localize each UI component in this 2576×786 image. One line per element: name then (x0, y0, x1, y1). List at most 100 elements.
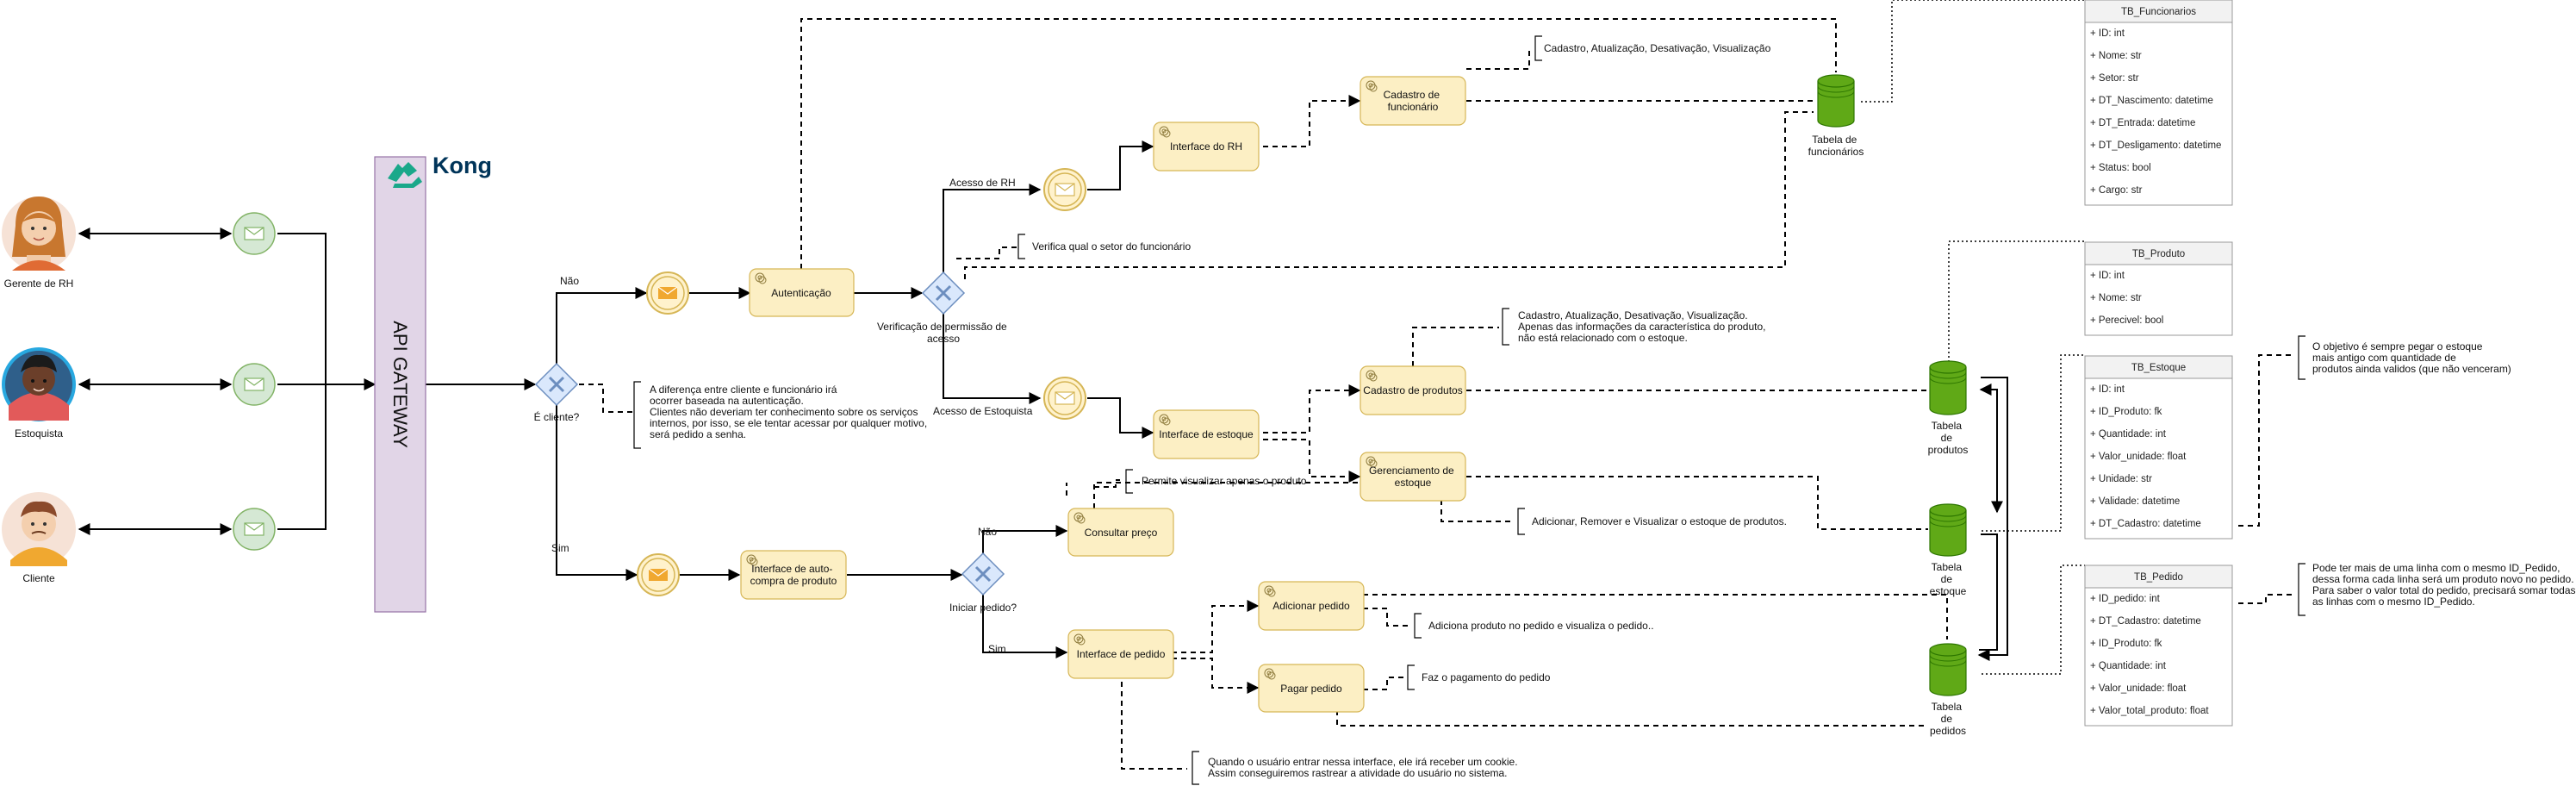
database-label: Tabela de estoque (1930, 561, 1967, 597)
table-tb-produto: TB_Produto+ ID: int+ Nome: str+ Perecive… (2084, 241, 2233, 336)
task-autenticacao[interactable]: Autenticação (749, 268, 855, 317)
leader-cadfunc (1466, 49, 1530, 70)
edge-ip-nao (982, 525, 1068, 553)
table-header (2084, 241, 2233, 265)
table-field: + ID: int (2090, 271, 2125, 281)
annotation-cadastro-prod: Cadastro, Atualização, Desativação, Visu… (1518, 309, 1766, 344)
edge-gerest-tabest (1466, 476, 1928, 530)
annotation-line: O objetivo é sempre pegar o estoque (2312, 340, 2483, 352)
table-field: + Status: bool (2090, 163, 2151, 173)
bracket-objetivo (2298, 335, 2305, 380)
table-name: TB_Estoque (2131, 363, 2186, 373)
db-label-line-1: Tabela (1932, 420, 1963, 432)
task-cadastro-funcionario[interactable]: Cadastro de funcionário (1360, 76, 1466, 126)
actor-label: Gerente de RH (4, 278, 74, 290)
table-field: + Valor_unidade: float (2090, 452, 2187, 462)
task-cadastro-produtos[interactable]: Cadastro de produtos (1360, 365, 1466, 415)
table-field: + Quantidade: int (2090, 661, 2167, 671)
gateway-label: É cliente? (534, 410, 580, 423)
table-tb-funcionarios: TB_Funcionarios+ ID: int+ Nome: str+ Set… (2084, 0, 2233, 206)
task-adicionar-pedido[interactable]: Adicionar pedido (1258, 581, 1365, 631)
table-field: + Perecivel: bool (2090, 315, 2163, 326)
bracket-cadfunc (1534, 35, 1542, 61)
branch-label-acesso-estoquista: Acesso de Estoquista (933, 405, 1033, 417)
task-pagar-pedido[interactable]: Pagar pedido (1258, 664, 1365, 713)
database-label: Tabela de pedidos (1930, 701, 1966, 737)
task-label: Gerenciamento de estoque (1369, 465, 1457, 489)
annotation-line: Faz o pagamento do pedido (1422, 671, 1551, 683)
branch-label-sim: Sim (551, 542, 569, 554)
annotation-line: Cadastro, Atualização, Desativação, Visu… (1518, 309, 1748, 321)
database-produtos: Tabela de produtos (1928, 360, 1969, 456)
gateway-verificacao: Verificação de permissão de acesso (877, 271, 1007, 345)
task-label-line-1: Interface de auto- (751, 563, 832, 575)
link-tabest-tb (1982, 354, 2085, 532)
database-icon (1817, 74, 1855, 128)
verificacao-line-2: acesso (927, 333, 960, 345)
database-funcionarios: Tabela de funcionários (1808, 74, 1864, 158)
annotation-line: Verifica qual o setor do funcionário (1032, 240, 1191, 253)
database-estoque: Tabela de estoque (1929, 503, 1967, 597)
edge-consultar-gerest (1093, 482, 1360, 508)
task-label-line-1: Gerenciamento de (1369, 465, 1454, 477)
table-name: TB_Funcionarios (2121, 7, 2196, 17)
table-field: + DT_Cadastro: datetime (2090, 616, 2201, 627)
table-frame (2084, 0, 2233, 206)
task-label: Interface de pedido (1077, 648, 1166, 660)
bracket-diferenca (633, 381, 641, 449)
task-interface-autocompra[interactable]: Interface de auto- compra de produto (740, 550, 847, 600)
annotation-line: Cadastro, Atualização, Desativação, Visu… (1544, 42, 1771, 54)
edge-msg3-gateway (277, 384, 327, 530)
edge-msg-interface-rh (1087, 140, 1154, 190)
task-label: Interface de auto- compra de produto (750, 563, 837, 587)
task-gerenciamento-estoque[interactable]: Gerenciamento de estoque (1360, 452, 1466, 502)
task-label-line-1: Cadastro de (1384, 89, 1440, 101)
annotation-leaders (579, 35, 2305, 785)
task-consultar-preco[interactable]: Consultar preço (1067, 508, 1174, 557)
table-header (2084, 355, 2233, 379)
annotation-line: Permite visualizar apenas o produto (1142, 475, 1307, 487)
edge-estoque-pedido (1979, 533, 1998, 651)
edge-acesso-rh (943, 184, 1042, 272)
database-icon (1929, 360, 1967, 415)
database-label: Tabela de produtos (1928, 420, 1969, 456)
annotation-faz-pagamento: Faz o pagamento do pedido (1422, 671, 1551, 683)
edge-ip-pagar (1172, 658, 1260, 694)
edge-ip-adicionar (1172, 600, 1260, 653)
edge-msg1-gateway (277, 233, 327, 384)
annotation-line: mais antigo com quantidade de (2312, 352, 2456, 364)
annotation-pode-ter: Pode ter mais de uma linha com o mesmo I… (2312, 562, 2576, 608)
annotation-line: Pode ter mais de uma linha com o mesmo I… (2312, 562, 2560, 574)
branch-label-nao: Não (560, 275, 579, 287)
message-event-estoquista (1043, 377, 1086, 420)
verificacao-line-1: Verificação de permissão de (877, 321, 1007, 333)
task-label: Interface do RH (1170, 140, 1242, 153)
task-interface-pedido[interactable]: Interface de pedido (1067, 629, 1174, 679)
link-tabped-tb (1982, 565, 2085, 675)
message-event-sim (637, 553, 680, 596)
table-field: + Quantidade: int (2090, 429, 2167, 440)
task-interface-estoque[interactable]: Interface de estoque (1153, 409, 1260, 459)
annotation-adiciona-produto: Adiciona produto no pedido e visualiza o… (1428, 620, 1654, 632)
edge-produto-estoque (1979, 384, 2003, 514)
bracket-permite (1125, 469, 1133, 494)
link-tabfunc-tb (1861, 0, 2085, 103)
leader-cookie (1121, 672, 1187, 770)
edge-adicionar-tabped (1363, 594, 1948, 639)
annotation-line: dessa forma cada linha será um produto n… (2312, 573, 2574, 585)
edge-pagar-tabped (1336, 710, 1928, 727)
annotation-texts: A diferença entre cliente e funcionário … (650, 42, 2576, 779)
gerente-avatar (2, 196, 76, 271)
annotation-permite-visualizar: Permite visualizar apenas o produto (1142, 475, 1307, 487)
branch-label-ip-sim: Sim (988, 643, 1006, 655)
leader-permite (1094, 479, 1120, 488)
cliente-avatar (2, 492, 76, 566)
task-interface-rh[interactable]: Interface do RH (1153, 122, 1260, 172)
annotation-line: Assim conseguiremos rastrear a atividade… (1208, 767, 1508, 779)
gateway-e-cliente: É cliente? (534, 362, 580, 423)
edge-msg-interface-estoque (1087, 397, 1154, 439)
edge-verif-tabfunc (964, 111, 1814, 279)
table-field: + ID: int (2090, 384, 2125, 395)
annotation-adicionar-remover: Adicionar, Remover e Visualizar o estoqu… (1532, 515, 1787, 527)
